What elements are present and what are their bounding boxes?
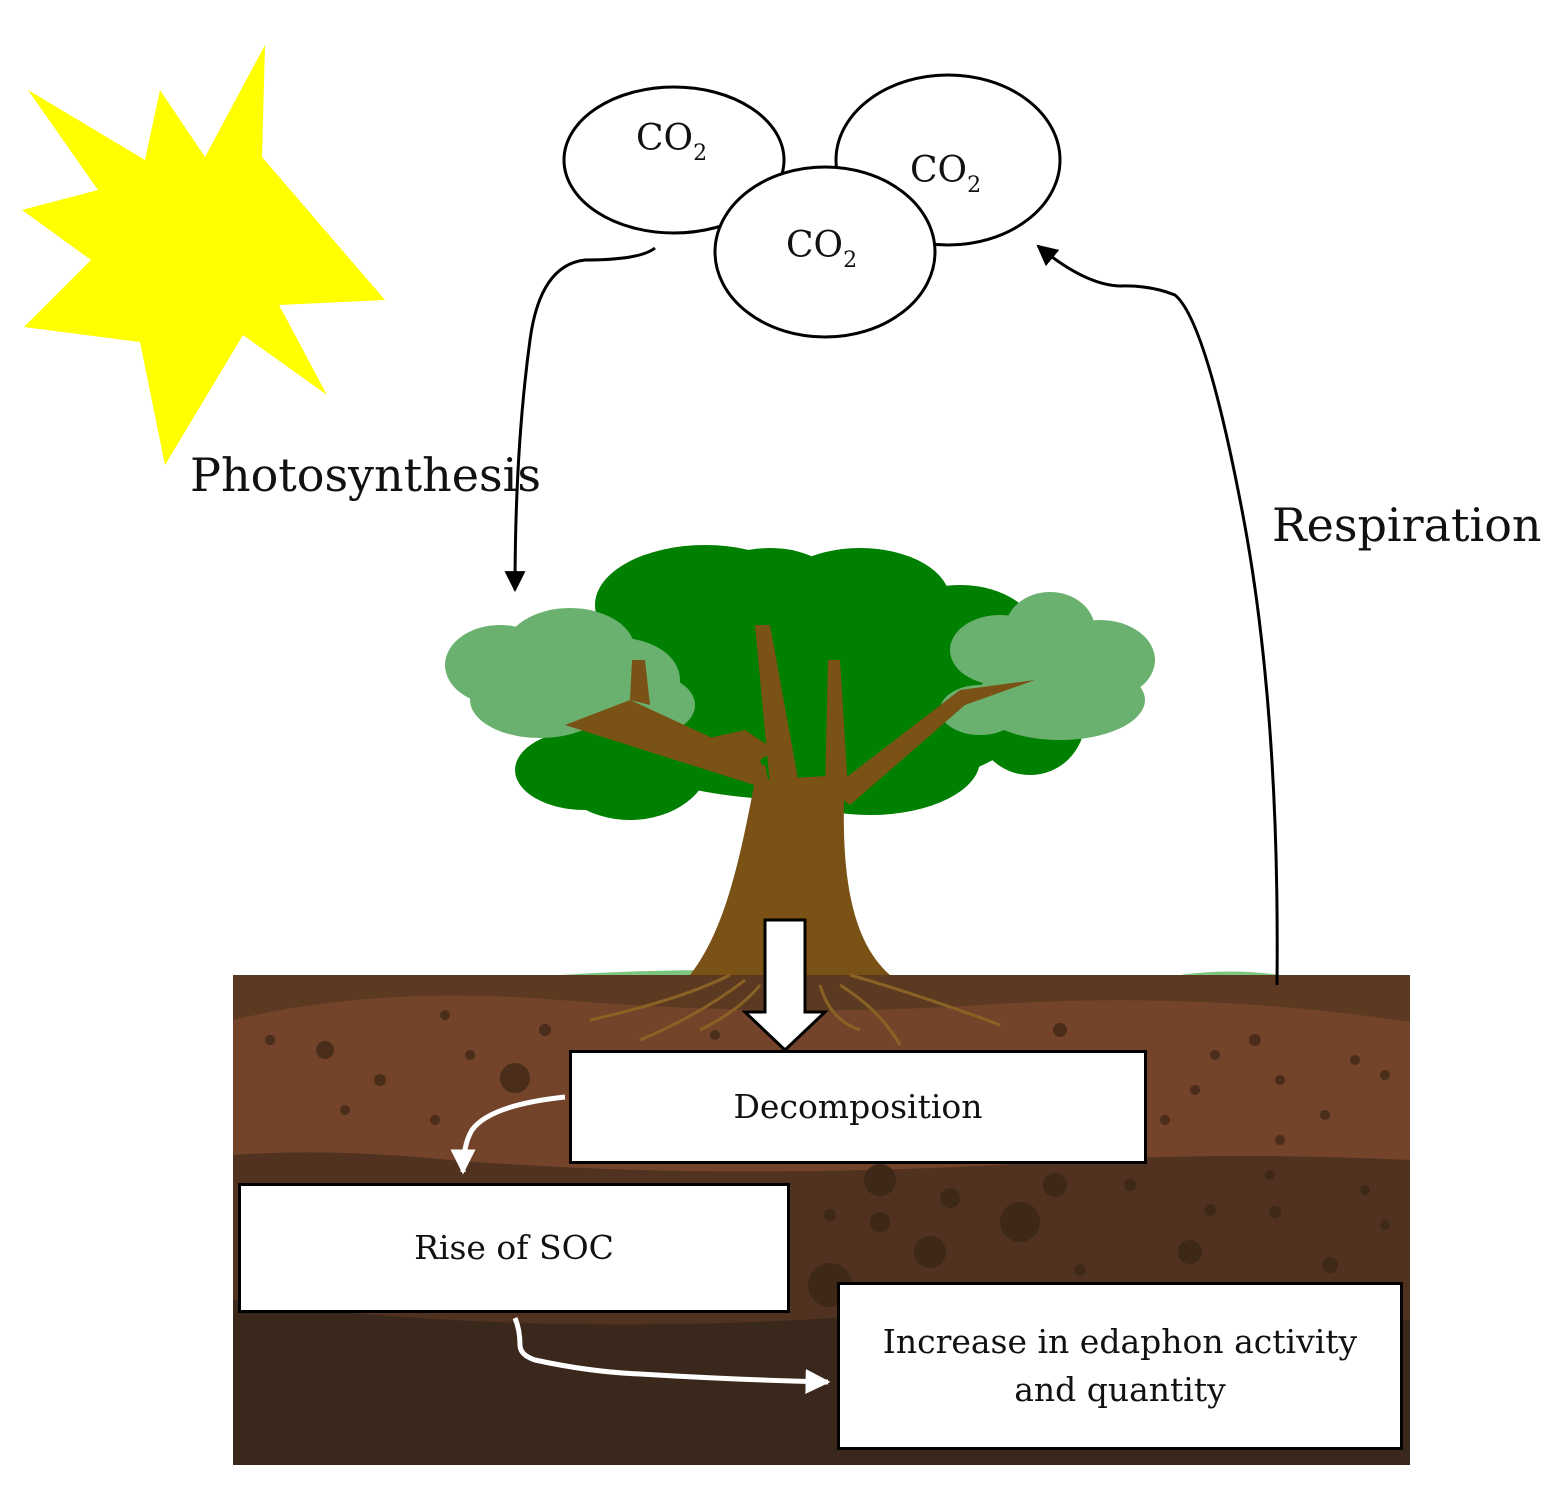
rise-of-soc-box: Rise of SOC: [238, 1183, 790, 1313]
rise-of-soc-label: Rise of SOC: [414, 1228, 614, 1268]
co2-label-1: CO2: [636, 118, 708, 166]
tree-trunk: [565, 625, 1035, 975]
arrow-decomp-to-soc: [450, 1094, 566, 1175]
co2-bubble-1: [562, 85, 786, 235]
edaphon-box: Increase in edaphon activity and quantit…: [837, 1282, 1403, 1450]
decomposition-box: Decomposition: [569, 1050, 1147, 1164]
tree-roots: [589, 973, 1001, 1046]
respiration-arrow: [1036, 244, 1279, 986]
arrow-soc-to-edaphon: [512, 1317, 831, 1394]
edaphon-label-line1: Increase in edaphon activity: [882, 1322, 1358, 1362]
photosynthesis-arrow: [504, 246, 656, 593]
co2-bubble-3: [713, 165, 937, 339]
co2-label-3: CO2: [786, 225, 858, 273]
edaphon-label-line2: and quantity: [1014, 1370, 1226, 1409]
photosynthesis-label: Photosynthesis: [190, 448, 541, 502]
decomposition-label: Decomposition: [733, 1087, 983, 1127]
co2-label-2: CO2: [910, 150, 982, 198]
decomposition-input-arrow: [741, 918, 829, 1053]
respiration-label: Respiration: [1272, 498, 1542, 552]
sun-icon: [22, 45, 385, 465]
